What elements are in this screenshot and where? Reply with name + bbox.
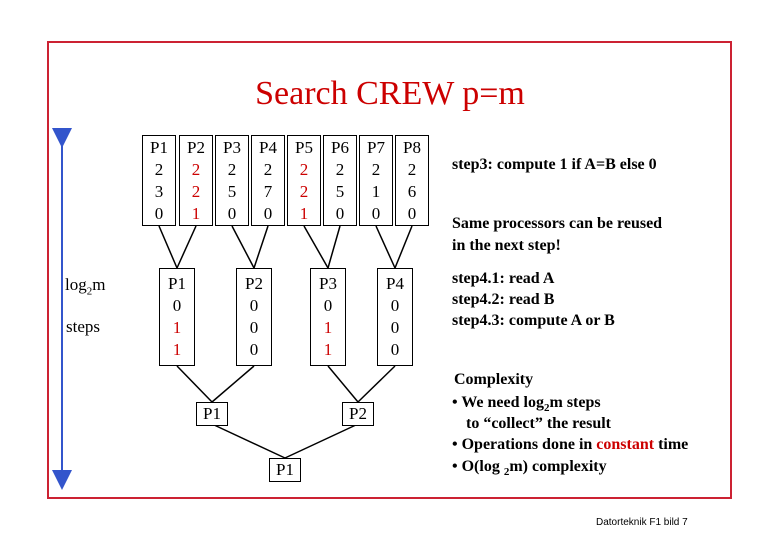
cell-b: 0 [390,318,400,337]
cell-a: 0 [249,296,259,315]
cell-a: 0 [390,296,400,315]
complexity-item-constant: • Operations done in constant time [452,436,689,453]
cell-r: 0 [390,340,400,359]
cell-r: 1 [323,340,333,359]
cell-a: 0 [172,296,182,315]
note-reuse-line2: in the next step! [452,237,561,254]
level2-processor-p2: P2 0 0 0 [236,268,272,366]
cell-a: 2 [191,160,201,179]
cell-label: P6 [331,138,349,157]
cell-b: 1 [323,318,333,337]
cell-b: 2 [299,182,309,201]
note-step3: step3: compute 1 if A=B else 0 [452,156,657,173]
cell-label: P3 [223,138,241,157]
cell-label: P3 [319,274,337,293]
cell-r: 0 [371,204,381,223]
note-reuse-line1: Same processors can be reused [452,215,663,232]
level3-processor-p1: P1 [196,402,228,426]
cell-label: P4 [386,274,404,293]
cell-label: P2 [245,274,263,293]
log-steps-label: log2m [65,275,106,298]
top-processor-p1: P1 2 3 0 [142,135,176,226]
cell-a: 0 [323,296,333,315]
level3-processor-p2: P2 [342,402,374,426]
cell-label: P8 [403,138,421,157]
top-processor-p8: P8 2 6 0 [395,135,429,226]
cell-label: P2 [187,138,205,157]
cell-r: 0 [154,204,164,223]
level2-processor-p4: P4 0 0 0 [377,268,413,366]
cell-label: P7 [367,138,385,157]
cell-r: 0 [249,340,259,359]
cell-label: P4 [259,138,277,157]
cell-r: 0 [335,204,345,223]
cell-r: 1 [172,340,182,359]
cell-a: 2 [407,160,417,179]
slide-frame [47,41,732,499]
cell-r: 0 [407,204,417,223]
top-processor-p3: P3 2 5 0 [215,135,249,226]
top-processor-p7: P7 2 1 0 [359,135,393,226]
complexity-item-steps-line2: to “collect” the result [466,415,611,432]
cell-label: P5 [295,138,313,157]
note-step41: step4.1: read A [452,270,555,287]
level4-processor-p1: P1 [269,458,301,482]
cell-r: 0 [263,204,273,223]
top-processor-p2: P2 2 2 1 [179,135,213,226]
slide-footer: Datorteknik F1 bild 7 [596,517,688,528]
cell-b: 2 [191,182,201,201]
cell-b: 0 [249,318,259,337]
top-processor-p5: P5 2 2 1 [287,135,321,226]
cell-a: 2 [154,160,164,179]
cell-label: P1 [168,274,186,293]
top-processor-p4: P4 2 7 0 [251,135,285,226]
cell-a: 2 [299,160,309,179]
cell-b: 3 [154,182,164,201]
cell-r: 1 [299,204,309,223]
note-step42: step4.2: read B [452,291,555,308]
steps-label: steps [66,317,100,336]
complexity-item-order: • O(log 2m) complexity [452,458,607,479]
slide-title: Search CREW p=m [255,75,525,112]
cell-a: 2 [371,160,381,179]
cell-label: P1 [150,138,168,157]
cell-a: 2 [335,160,345,179]
top-processor-p6: P6 2 5 0 [323,135,357,226]
cell-b: 1 [172,318,182,337]
complexity-title: Complexity [454,371,534,388]
level2-processor-p3: P3 0 1 1 [310,268,346,366]
cell-a: 2 [263,160,273,179]
cell-a: 2 [227,160,237,179]
cell-b: 6 [407,182,417,201]
note-step43: step4.3: compute A or B [452,312,615,329]
cell-r: 1 [191,204,201,223]
cell-b: 7 [263,182,273,201]
cell-b: 5 [227,182,237,201]
level2-processor-p1: P1 0 1 1 [159,268,195,366]
complexity-item-steps: • We need log2m steps [452,394,601,415]
cell-r: 0 [227,204,237,223]
cell-b: 5 [335,182,345,201]
cell-b: 1 [371,182,381,201]
